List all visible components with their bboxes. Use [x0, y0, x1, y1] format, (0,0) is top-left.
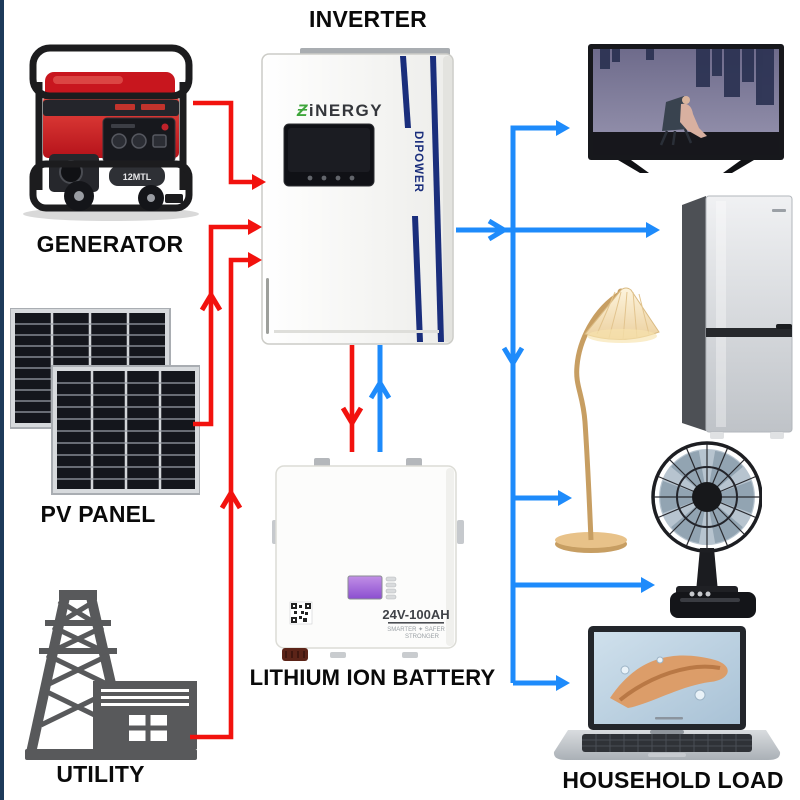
- generator-badge: 12MTL: [123, 172, 152, 182]
- battery-tagline-1: SMARTER ✦ SAFER: [387, 626, 445, 633]
- household-load-label: HOUSEHOLD LOAD: [562, 767, 784, 793]
- utility-label: UTILITY: [56, 761, 145, 787]
- battery-icon: 24V-100AH SMARTER ✦ SAFER STRONGER: [272, 456, 464, 664]
- battery-label: LITHIUM ION BATTERY: [249, 665, 496, 690]
- chevron-down-icon: [340, 406, 364, 428]
- laptop-icon: [550, 620, 782, 768]
- chevron-right-icon: [487, 218, 509, 242]
- left-edge-bar: [0, 0, 4, 800]
- arrowhead-icon: [556, 120, 570, 136]
- battery-model: 24V-100AH: [382, 607, 449, 622]
- refrigerator-icon: [680, 193, 796, 441]
- brand-glyph: Ƶ: [297, 101, 309, 120]
- pv-panel-icon: [10, 308, 200, 498]
- chevron-down-icon: [501, 346, 525, 368]
- inverter-icon: [260, 48, 455, 348]
- chevron-up-icon: [199, 290, 223, 312]
- utility-icon: [15, 585, 205, 765]
- chevron-up-icon: [368, 378, 392, 400]
- inverter-brand-logo: ƵiNERGY: [297, 101, 407, 121]
- chevron-up-icon: [219, 488, 243, 510]
- generator-icon: 12MTL: [15, 38, 207, 224]
- generator-label: GENERATOR: [36, 231, 184, 257]
- tv-icon: [588, 44, 786, 178]
- pv-panel-front: [51, 365, 200, 495]
- battery-tagline-2: STRONGER: [405, 634, 440, 640]
- inverter-side-text: DIPOWER: [412, 131, 424, 193]
- floor-lamp-icon: [545, 282, 667, 554]
- flow-inverter-to-tv: [510, 125, 556, 230]
- desk-fan-icon: [650, 440, 762, 628]
- inverter-title: INVERTER: [309, 6, 427, 32]
- pv-panel-label: PV PANEL: [40, 501, 156, 527]
- battery-qr-code: [289, 601, 313, 625]
- arrowhead-icon: [646, 222, 660, 238]
- brand-text: iNERGY: [308, 101, 384, 120]
